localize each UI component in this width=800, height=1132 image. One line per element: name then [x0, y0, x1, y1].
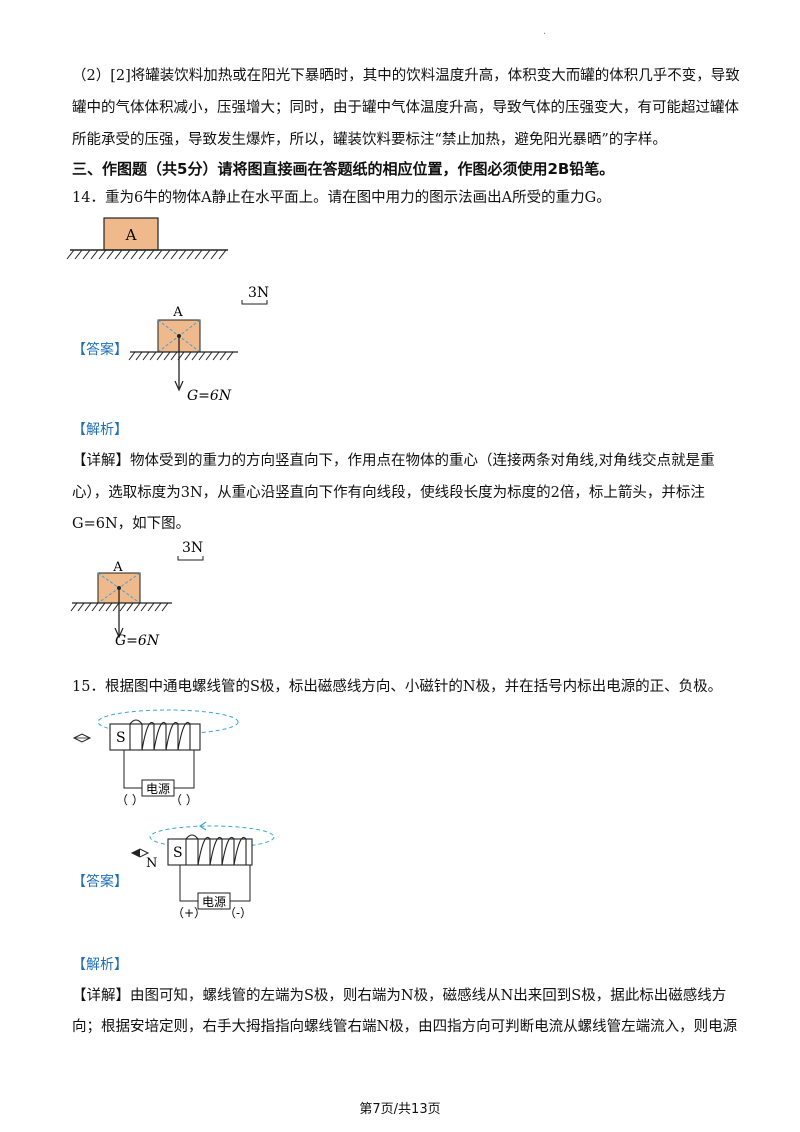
bracket-left[interactable]: （ ） [116, 793, 144, 807]
coil-windings [185, 834, 247, 866]
q13-line-2: 罐中的气体体积减小，压强增大；同时，由于罐中气体温度升高，导致气体的压强变大，有… [72, 100, 739, 116]
s-pole-label: S [116, 730, 126, 746]
q14-answer-tag: 【答案】 [72, 342, 128, 358]
scale-bar [241, 300, 268, 305]
plus-label: （+） [172, 906, 206, 920]
page-footer: 第7页/共13页 [359, 1102, 441, 1117]
wire-right [174, 749, 195, 789]
q13-line-1: （2）[2]将罐装饮料加热或在阳光下暴晒时，其中的饮料温度升高，体积变大而罐的体… [72, 68, 740, 84]
ground-hatch [70, 602, 169, 612]
scale-label: 3N [248, 285, 269, 301]
needle-n-end [132, 849, 140, 857]
block-a-label: A [172, 305, 183, 320]
q13-line-3: 所能承受的压强，导致发生爆炸，所以，罐装饮料要标注“禁止加热，避免阳光暴晒”的字… [72, 132, 667, 148]
page-dot: . [543, 26, 547, 37]
ground-hatch [128, 351, 234, 361]
section-3-heading: 三、作图题（共5分）请将图直接画在答题纸的相应位置，作图必须使用2B铅笔。 [72, 160, 615, 178]
scale-label: 3N [182, 540, 203, 556]
power-supply-label: 电源 [202, 895, 226, 909]
bracket-right[interactable]: （ ） [170, 793, 198, 807]
q14-detail-line-1: 【详解】物体受到的重力的方向竖直向下，作用点在物体的重心（连接两条对角线,对角线… [72, 453, 715, 469]
ground-hatch [66, 249, 227, 260]
block-a-label: A [125, 226, 137, 244]
power-supply [197, 892, 231, 910]
s-pole-label: S [173, 845, 183, 861]
q15-question: 15．根据图中通电螺线管的S极，标出磁感线方向、小磁针的N极，并在括号内标出电源… [72, 679, 723, 695]
q15-answer-figure: N S 电源 （+） （-） [130, 821, 275, 920]
block-a-label: A [112, 560, 123, 575]
q14-question: 14．重为6牛的物体A静止在水平面上。请在图中用力的图示法画出A所受的重力G。 [72, 190, 611, 206]
wire-left [123, 749, 142, 789]
wire-right [230, 864, 251, 902]
q14-analysis-tag: 【解析】 [72, 422, 128, 438]
power-supply-label: 电源 [146, 782, 170, 796]
coil-windings [129, 719, 191, 751]
block-a [103, 217, 159, 251]
q15-detail-line-1: 【详解】由图可知，螺线管的左端为S极，则右端为N极，磁感线从N出来回到S极，据此… [72, 988, 727, 1004]
power-supply [141, 779, 175, 797]
arrow-head [174, 380, 184, 392]
q14-answer-figure: 3N A G=6N [128, 285, 269, 404]
q14-detail-figure: 3N A G=6N [70, 540, 204, 649]
arrow-head [114, 627, 124, 639]
q14-question-figure: A [66, 217, 228, 260]
compass-needle [130, 848, 150, 858]
wire-left [179, 864, 198, 902]
q15-answer-tag: 【答案】 [72, 874, 128, 890]
gravity-label: G=6N [187, 388, 232, 404]
minus-label: （-） [224, 906, 252, 920]
q15-question-figure: S 电源 （ ） （ ） [72, 709, 239, 807]
q15-analysis-tag: 【解析】 [72, 957, 128, 973]
n-pole-label: N [146, 856, 157, 871]
q14-detail-line-3: G=6N，如下图。 [72, 516, 191, 532]
q15-detail-line-2: 向；根据安培定则，右手大拇指指向螺线管右端N极，由四指方向可判断电流从螺线管左端… [72, 1019, 738, 1035]
scale-bar [177, 556, 204, 561]
q14-detail-line-2: 心），选取标度为3N，从重心沿竖直向下作有向线段，使线段长度为标度的2倍，标上箭… [72, 485, 705, 501]
gravity-label: G=6N [115, 633, 160, 649]
field-direction-arrow [198, 821, 207, 831]
